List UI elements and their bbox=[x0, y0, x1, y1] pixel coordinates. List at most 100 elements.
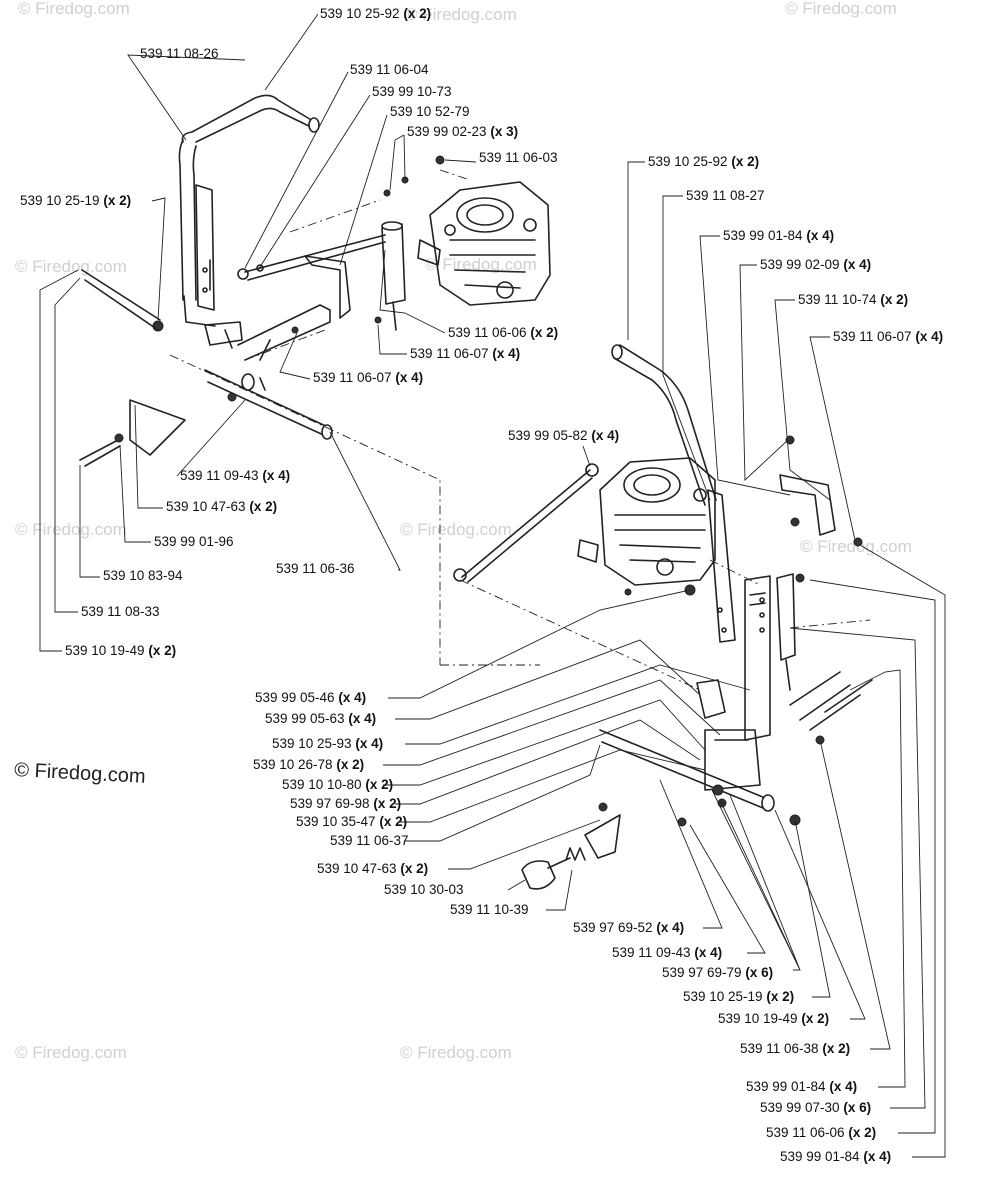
leader bbox=[379, 249, 446, 334]
callout-label: 539 99 05-82 (x 4) bbox=[508, 428, 619, 443]
bolt bbox=[785, 435, 795, 445]
leader bbox=[377, 324, 407, 355]
callout-label: 539 11 06-06 (x 2) bbox=[448, 325, 558, 340]
leader bbox=[689, 824, 766, 954]
watermark: © Firedog.com bbox=[15, 520, 127, 539]
left-arm bbox=[237, 304, 331, 361]
leader bbox=[339, 114, 388, 266]
leader bbox=[257, 94, 371, 271]
callout-label: 539 11 06-07 (x 4) bbox=[313, 370, 423, 385]
leader bbox=[329, 431, 401, 571]
callout-label: 539 10 25-19 (x 2) bbox=[20, 193, 131, 208]
callout-label: 539 10 83-94 bbox=[103, 568, 183, 583]
callout-label: 539 10 26-78 (x 2) bbox=[253, 757, 364, 772]
left-gas-strut bbox=[381, 223, 406, 331]
callout-label: 539 10 25-92 (x 2) bbox=[648, 154, 759, 169]
callout-label: 539 99 01-84 (x 4) bbox=[746, 1079, 857, 1094]
callout-label: 539 10 52-79 bbox=[390, 104, 470, 119]
left-pedal-bolt bbox=[79, 439, 121, 467]
callout-label: 539 11 06-36 bbox=[276, 561, 355, 576]
callout-label: 539 99 05-46 (x 4) bbox=[255, 690, 366, 705]
leader bbox=[405, 664, 751, 745]
callout-label: 539 11 06-07 (x 4) bbox=[833, 329, 943, 344]
leader bbox=[404, 744, 601, 842]
leader bbox=[395, 639, 701, 720]
callout-label: 539 99 01-96 bbox=[154, 534, 234, 549]
leader bbox=[134, 404, 163, 509]
leader bbox=[546, 869, 573, 911]
rod-end bbox=[453, 568, 467, 582]
callout-label: 539 11 08-26 bbox=[140, 46, 219, 61]
callout-label: 539 11 06-37 bbox=[330, 833, 409, 848]
leader bbox=[809, 579, 936, 1134]
left-mount-plate bbox=[183, 184, 216, 327]
callout-label: 539 99 10-73 bbox=[372, 84, 452, 99]
leader bbox=[176, 399, 246, 477]
callout-label: 539 11 06-07 (x 4) bbox=[410, 346, 520, 361]
leader bbox=[264, 13, 319, 91]
leader bbox=[151, 197, 166, 321]
callout-label: 539 11 10-39 bbox=[450, 902, 529, 917]
leader bbox=[859, 544, 946, 1158]
handle-end-cap bbox=[611, 344, 623, 360]
rod-end bbox=[585, 463, 599, 477]
bracket-hole bbox=[759, 627, 765, 633]
nut bbox=[114, 433, 124, 443]
watermark: © Firedog.com bbox=[18, 0, 130, 18]
plate-hole bbox=[202, 287, 208, 293]
watermark: © Firedog.com bbox=[15, 257, 127, 276]
leader bbox=[711, 789, 801, 971]
leader bbox=[79, 465, 100, 578]
pin-cluster bbox=[789, 671, 873, 731]
callout-label: 539 10 19-49 (x 2) bbox=[718, 1011, 829, 1026]
watermark: © Firedog.com bbox=[800, 537, 912, 556]
handle-end-cap bbox=[308, 117, 320, 133]
left-pedal-plate bbox=[129, 399, 186, 456]
nut bbox=[374, 316, 382, 324]
leader bbox=[789, 627, 926, 1109]
shaft-collar bbox=[241, 373, 255, 391]
leader bbox=[774, 809, 866, 1020]
leader bbox=[383, 679, 721, 766]
leader bbox=[582, 445, 591, 467]
watermark: © Firedog.com bbox=[400, 520, 512, 539]
callout-label: 539 10 25-93 (x 4) bbox=[272, 736, 383, 751]
callout-label: 539 97 69-52 (x 4) bbox=[573, 920, 684, 935]
leader bbox=[739, 264, 789, 482]
nut bbox=[795, 573, 805, 583]
right-pedal-plate bbox=[584, 814, 621, 859]
callout-label: 539 11 09-43 (x 4) bbox=[180, 468, 290, 483]
assembly-guide-line bbox=[440, 559, 871, 691]
callout-label: 539 10 35-47 (x 2) bbox=[296, 814, 407, 829]
bushing bbox=[717, 798, 727, 808]
right-tie-rod bbox=[461, 469, 593, 583]
leader bbox=[127, 54, 246, 141]
nut bbox=[383, 189, 391, 197]
callout-label: 539 10 47-63 (x 2) bbox=[317, 861, 428, 876]
nut bbox=[624, 588, 632, 596]
callout-label: 539 11 06-38 (x 2) bbox=[740, 1041, 850, 1056]
leader bbox=[403, 134, 406, 179]
right-mount-plate bbox=[707, 489, 736, 643]
watermark: © Firedog.com bbox=[400, 1043, 512, 1062]
adjust-spring bbox=[565, 847, 586, 861]
right-handle-bar bbox=[613, 344, 717, 506]
bracket-hole bbox=[759, 612, 765, 618]
nut bbox=[291, 326, 299, 334]
leader bbox=[54, 277, 81, 613]
leader bbox=[400, 749, 706, 823]
left-handle-bar bbox=[178, 94, 319, 301]
nut bbox=[598, 802, 608, 812]
rod-end bbox=[237, 268, 249, 280]
leader bbox=[119, 444, 151, 543]
leader bbox=[244, 71, 349, 269]
nut bbox=[853, 537, 863, 547]
callout-label: 539 99 07-30 (x 6) bbox=[760, 1100, 871, 1115]
leader bbox=[627, 161, 645, 340]
right-assembly bbox=[440, 344, 873, 890]
left-lower-bracket bbox=[204, 321, 243, 349]
right-upper-bracket bbox=[779, 474, 836, 536]
right-gas-strut bbox=[776, 573, 796, 691]
callout-labels: 539 10 25-92 (x 2) 539 11 08-26 539 11 0… bbox=[20, 6, 943, 1164]
